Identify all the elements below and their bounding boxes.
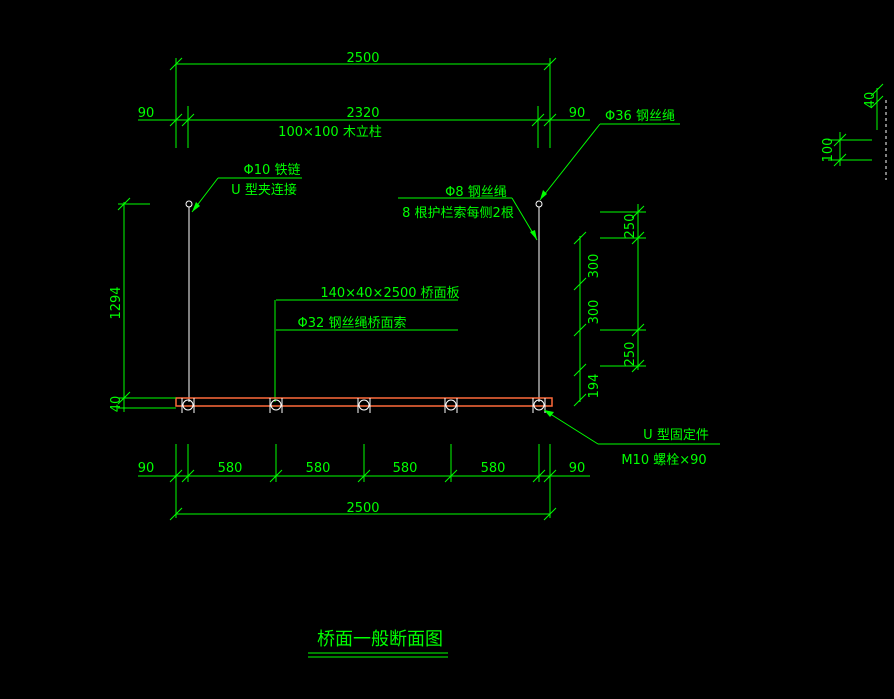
dim-right-300b: 300 xyxy=(587,300,602,325)
dim-detail-100: 100 xyxy=(821,138,836,163)
bottom-dimensions xyxy=(138,444,590,521)
dim-bot-s4: 580 xyxy=(481,461,506,476)
dim-top-left: 90 xyxy=(138,106,155,121)
posts xyxy=(185,200,543,402)
dim-right-250b: 250 xyxy=(623,342,638,367)
label-chain-1: Φ10 铁链 xyxy=(244,163,301,178)
dim-bot-s3: 580 xyxy=(393,461,418,476)
label-chain-2: U 型夹连接 xyxy=(231,182,297,198)
dim-bot-left: 90 xyxy=(138,461,155,476)
right-dimensions xyxy=(573,204,646,407)
clamp xyxy=(444,398,458,413)
dim-top-right: 90 xyxy=(569,106,586,121)
label-rope36: Φ36 钢丝绳 xyxy=(605,109,675,124)
dim-top-total: 2500 xyxy=(346,51,379,66)
top-dimensions xyxy=(138,57,590,148)
left-dimensions xyxy=(117,197,176,412)
deck-plank xyxy=(175,397,553,407)
label-rope8-2: 8 根护栏索每侧2根 xyxy=(402,205,514,221)
label-plank: 140×40×2500 桥面板 xyxy=(320,286,459,301)
label-rope8-1: Φ8 钢丝绳 xyxy=(445,185,507,200)
dim-top-mid: 2320 xyxy=(346,106,379,121)
dim-right-300a: 300 xyxy=(587,254,602,279)
clamp xyxy=(357,398,371,413)
leaders xyxy=(191,123,720,445)
dim-height-bottom: 40 xyxy=(109,396,124,413)
dim-bot-s1: 580 xyxy=(218,461,243,476)
dim-right-250a: 250 xyxy=(623,214,638,239)
dim-height-total: 1294 xyxy=(109,286,124,319)
label-bolt: M10 螺栓×90 xyxy=(621,453,706,468)
drawing-title: 桥面一般断面图 xyxy=(317,629,443,650)
dim-detail-40: 40 xyxy=(863,92,878,109)
dim-bot-right: 90 xyxy=(569,461,586,476)
clamp xyxy=(269,398,283,413)
dim-right-194: 194 xyxy=(587,374,602,399)
detail-fragment xyxy=(828,83,887,180)
dim-bot-total: 2500 xyxy=(346,501,379,516)
clamp xyxy=(181,398,195,413)
label-cable32: Φ32 钢丝绳桥面索 xyxy=(298,316,407,331)
label-ufix: U 型固定件 xyxy=(643,428,709,443)
cable-clamps xyxy=(181,398,546,413)
label-post: 100×100 木立柱 xyxy=(278,125,382,140)
dim-bot-s2: 580 xyxy=(306,461,331,476)
